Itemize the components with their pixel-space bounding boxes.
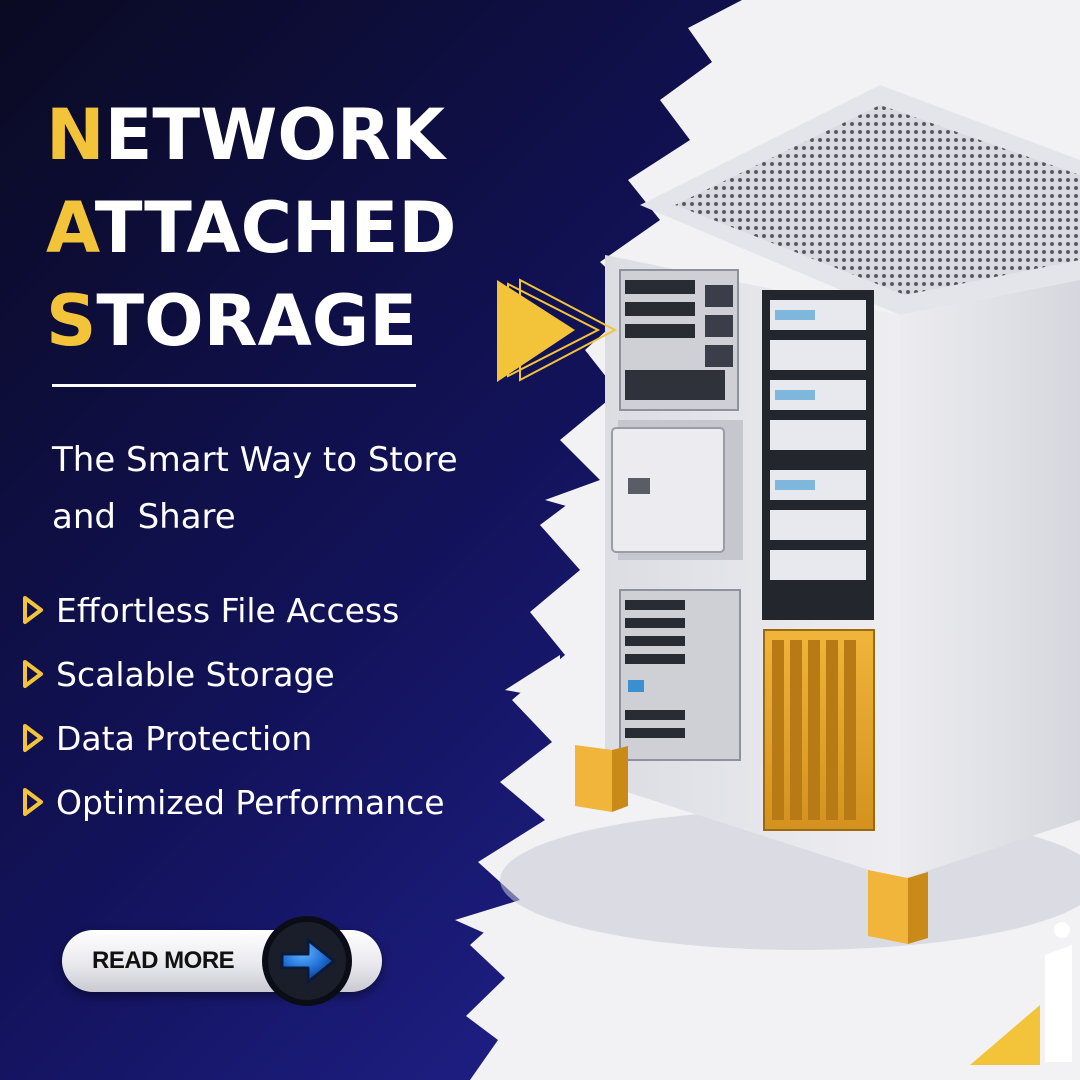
read-more-label: READ MORE — [92, 947, 235, 974]
read-more-button[interactable]: READ MORE — [62, 916, 382, 1006]
title-initial: S — [46, 280, 97, 362]
brand-logo-mark — [970, 922, 1072, 1065]
title-rest: TORAGE — [96, 280, 418, 362]
feature-item: Effortless File Access — [22, 588, 399, 632]
server-side — [900, 280, 1080, 880]
feature-label: Data Protection — [56, 718, 313, 758]
feature-label: Optimized Performance — [56, 782, 445, 822]
title-rest: TTACHED — [94, 187, 457, 269]
vent-grille — [675, 105, 1080, 295]
play-triangle-icon — [23, 596, 43, 624]
feature-label: Scalable Storage — [56, 654, 335, 694]
title-line-storage: STORAGE — [46, 281, 417, 361]
drive-slots-upper — [619, 269, 739, 411]
feature-item: Scalable Storage — [22, 652, 335, 696]
hot-swap-bays — [763, 629, 875, 831]
arrow-right-circle-icon[interactable] — [260, 914, 354, 1008]
feature-item: Data Protection — [22, 716, 312, 760]
play-triangle-icon — [23, 724, 43, 752]
subtitle: The Smart Way to Store and Share — [52, 440, 458, 537]
play-triangle-icon — [23, 788, 43, 816]
double-chevron-right-icon — [497, 278, 618, 382]
title-divider — [52, 384, 416, 387]
title-line-attached: ATTACHED — [46, 188, 456, 268]
title-initial: N — [46, 94, 105, 176]
title-line-network: NETWORK — [46, 95, 445, 175]
title-rest: ETWORK — [104, 94, 446, 176]
server-foot — [868, 870, 908, 944]
server-foot — [575, 745, 612, 812]
title-initial: A — [46, 187, 95, 269]
feature-item: Optimized Performance — [22, 780, 445, 824]
drive-box — [611, 420, 743, 560]
drive-bays — [762, 290, 874, 620]
feature-label: Effortless File Access — [56, 590, 400, 630]
play-triangle-icon — [23, 660, 43, 688]
drive-slots-lower — [619, 589, 741, 761]
